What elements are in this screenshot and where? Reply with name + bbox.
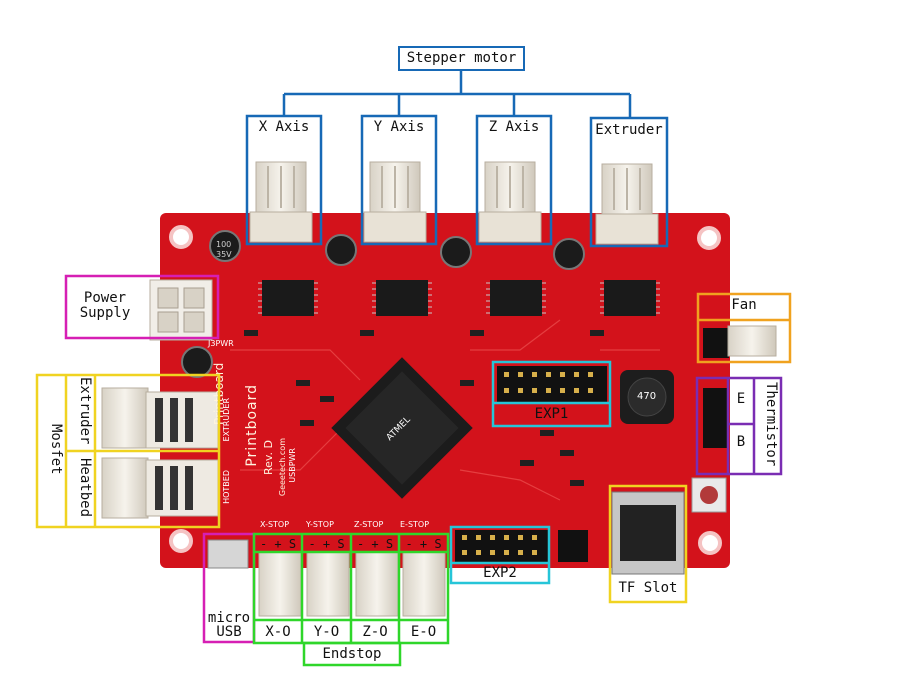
tf-slot-label: TF Slot — [618, 580, 678, 596]
mosfet-label: Mosfet — [48, 424, 64, 475]
endstop-pins-z: - + S — [356, 537, 394, 551]
thermistor-box — [695, 376, 783, 476]
mcu-chip — [331, 357, 473, 499]
micro-usb-port — [207, 539, 249, 569]
z-axis-box — [475, 114, 553, 246]
endstop-label: Endstop — [322, 646, 382, 662]
endstop-silk-e: E-STOP — [400, 520, 430, 529]
endstop-pins-y: - + S — [308, 537, 345, 551]
exp1-label: EXP1 — [534, 406, 569, 422]
exp2-label: EXP2 — [483, 565, 517, 581]
stepper-motor-title: Stepper motor — [398, 46, 525, 71]
cap-voltage: 35V — [216, 250, 232, 259]
stepper-tree — [282, 71, 632, 118]
power-supply-line1: Power — [83, 290, 127, 306]
stepper-drivers — [262, 280, 656, 316]
power-supply-line2: Supply — [79, 305, 131, 321]
endstop-pins-e: - + S — [405, 537, 442, 551]
exp1-box — [491, 360, 612, 428]
x-axis-label: X Axis — [250, 119, 318, 139]
endstop-e-label: E-O — [410, 624, 437, 640]
extruder-axis-box — [589, 116, 669, 248]
fan-header — [703, 328, 729, 358]
fan-connector — [727, 325, 777, 357]
cap-value: 100 — [216, 240, 232, 249]
endstop-silk-z: Z-STOP — [354, 520, 384, 529]
fan-label: Fan — [731, 297, 757, 313]
thermistor-header — [703, 388, 729, 448]
endstop-pins-x: - + S — [259, 537, 297, 551]
endstop-silk-y: Y-STOP — [306, 520, 334, 529]
tf-slot-box — [608, 484, 688, 604]
thermistor-e-label: E — [736, 391, 746, 407]
endstop-y-label: Y-O — [313, 624, 340, 640]
z-axis-label: Z Axis — [480, 119, 548, 139]
endstop-label-box — [302, 641, 402, 667]
thermistor-b-label: B — [736, 434, 746, 450]
thermistor-label: Thermistor — [763, 382, 779, 467]
inductor-value: 470 — [637, 391, 657, 402]
endstop-z-label: Z-O — [362, 624, 388, 640]
x-axis-box — [245, 114, 323, 246]
y-axis-box — [360, 114, 438, 246]
jxpwr-silk: J3PWR — [208, 339, 234, 348]
y-axis-label: Y Axis — [365, 119, 433, 139]
endstop-box — [252, 532, 450, 645]
micro-usb-line2: USB — [216, 624, 242, 640]
capacitors — [181, 230, 585, 378]
extruder-axis-label: Extruder — [594, 122, 664, 142]
endstop-x-label: X-O — [265, 624, 291, 640]
power-supply-box — [64, 274, 220, 340]
micro-usb-line1: micro — [207, 610, 251, 626]
mounting-holes — [169, 225, 722, 555]
exp2-box — [449, 525, 551, 585]
endstop-silk-x: X-STOP — [260, 520, 290, 529]
fan-box — [696, 292, 792, 364]
icsp-header — [558, 530, 588, 562]
mosfet-extruder-label: Extruder — [77, 377, 93, 445]
mosfet-heatbed-label: Heatbed — [77, 458, 93, 518]
